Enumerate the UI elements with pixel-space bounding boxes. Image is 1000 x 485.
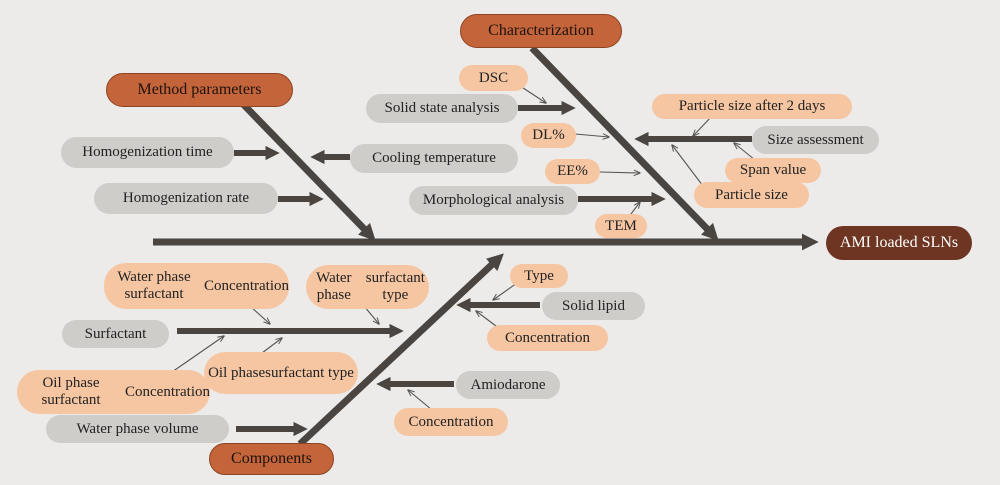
factor-surfactant: Surfactant — [62, 320, 169, 348]
category-components: Components — [209, 443, 334, 475]
factor-span-value: Span value — [725, 158, 821, 183]
water-phase-surfactant-type-line-1: Water phase — [316, 270, 352, 303]
particle-size-2-days-connector — [693, 115, 713, 136]
amiodarone-conc-connector — [408, 390, 433, 411]
factor-homogenization-rate: Homogenization rate — [94, 183, 278, 214]
water-phase-surfactant-concentration-line-1: Water phase surfactant — [117, 269, 191, 302]
oil-phase-surfactant-type-line-2: surfactant type — [265, 364, 354, 381]
method-parameters-rib — [240, 101, 376, 241]
dl-connector — [574, 134, 609, 137]
effect-ami-loaded-slns: AMI loaded SLNs — [826, 226, 972, 260]
factor-homogenization-time: Homogenization time — [61, 137, 234, 168]
factor-oil-phase-surfactant-type: Oil phase surfactant type — [204, 352, 358, 394]
category-method-parameters: Method parameters — [106, 73, 293, 107]
particle-size-connector — [672, 145, 704, 187]
water-type-connector — [363, 305, 379, 324]
factor-dl-percent: DL% — [521, 123, 576, 148]
factor-oil-phase-surfactant-concentration: Oil phase surfactant Concentration — [17, 370, 210, 414]
factor-particle-size: Particle size — [694, 182, 809, 208]
factor-tem: TEM — [595, 214, 647, 238]
water-phase-surfactant-type-line-2: surfactant type — [365, 270, 425, 303]
factor-amiodarone: Amiodarone — [456, 371, 560, 399]
lipid-conc-connector — [476, 311, 497, 327]
factor-ee-percent: EE% — [545, 159, 600, 184]
water-phase-surfactant-concentration-line-2: Concentration — [204, 277, 289, 294]
factor-particle-size-after-2-days: Particle size after 2 days — [652, 94, 852, 119]
factor-size-assessment: Size assessment — [752, 126, 879, 154]
factor-type: Type — [510, 264, 568, 288]
category-characterization: Characterization — [460, 14, 622, 48]
factor-lipid-concentration: Concentration — [487, 325, 608, 351]
oil-conc-connector — [171, 336, 224, 373]
ee-connector — [599, 172, 640, 173]
components-rib — [297, 253, 504, 447]
factor-dsc: DSC — [459, 65, 528, 91]
factor-cooling-temperature: Cooling temperature — [350, 144, 518, 173]
factor-solid-state-analysis: Solid state analysis — [366, 94, 518, 123]
type-connector — [493, 282, 518, 300]
factor-solid-lipid: Solid lipid — [542, 292, 645, 320]
water-conc-connector — [249, 305, 270, 324]
oil-phase-surfactant-concentration-line-2: Concentration — [125, 383, 210, 400]
characterization-rib — [529, 45, 719, 241]
factor-water-phase-surfactant-type: Water phase surfactant type — [306, 265, 429, 309]
oil-phase-surfactant-type-line-1: Oil phase — [208, 364, 266, 381]
factor-water-phase-volume: Water phase volume — [46, 415, 229, 443]
factor-morphological-analysis: Morphological analysis — [409, 186, 578, 215]
connector-arrows — [171, 81, 761, 411]
factor-amiodarone-concentration: Concentration — [394, 408, 508, 436]
factor-water-phase-surfactant-concentration: Water phase surfactant Concentration — [104, 263, 289, 309]
oil-phase-surfactant-concentration-line-1: Oil phase surfactant — [41, 375, 101, 408]
